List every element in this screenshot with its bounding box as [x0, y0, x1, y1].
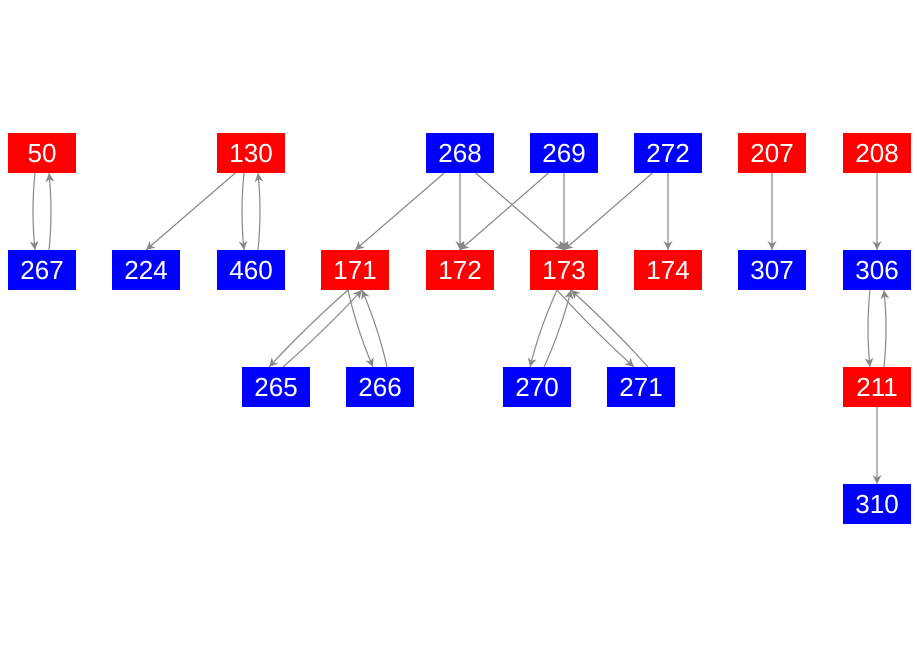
edge-265-to-171 — [282, 289, 363, 368]
node-box — [426, 133, 494, 173]
nodes-layer: 50 130 268 269 272 207 208 267 224 460 171 172 173 17… — [8, 133, 911, 524]
node-box — [530, 133, 598, 173]
node-box — [843, 367, 911, 407]
node-box — [634, 250, 702, 290]
node-label: 269 — [542, 138, 585, 168]
node-label: 50 — [28, 138, 57, 168]
node-box — [530, 250, 598, 290]
node-label: 174 — [646, 255, 689, 285]
edge-266-to-171 — [361, 289, 388, 368]
node-label: 211 — [856, 372, 897, 402]
edge-270-to-173 — [543, 289, 574, 368]
edge-130-to-224 — [145, 172, 236, 251]
node-130[interactable]: 130 — [217, 133, 285, 173]
node-269[interactable]: 269 — [530, 133, 598, 173]
edge-173-to-271 — [556, 289, 635, 368]
node-label: 310 — [855, 489, 898, 519]
edge-267-to-50 — [45, 172, 55, 251]
node-label: 460 — [229, 255, 272, 285]
node-box — [738, 133, 806, 173]
node-173[interactable]: 173 — [530, 250, 598, 290]
node-box — [738, 250, 806, 290]
node-50[interactable]: 50 — [8, 133, 76, 173]
edge-272-to-173 — [563, 172, 653, 251]
node-box — [607, 367, 675, 407]
node-268[interactable]: 268 — [426, 133, 494, 173]
node-272[interactable]: 272 — [634, 133, 702, 173]
node-label: 173 — [542, 255, 585, 285]
node-label: 208 — [855, 138, 898, 168]
node-box — [8, 250, 76, 290]
edge-171-to-265 — [268, 289, 349, 368]
node-207[interactable]: 207 — [738, 133, 806, 173]
edge-460-to-130 — [254, 172, 264, 251]
node-box — [112, 250, 180, 290]
node-label: 224 — [124, 255, 167, 285]
node-174[interactable]: 174 — [634, 250, 702, 290]
node-box — [217, 250, 285, 290]
edge-171-to-266 — [347, 289, 374, 368]
node-box — [843, 133, 911, 173]
node-label: 265 — [254, 372, 297, 402]
node-310[interactable]: 310 — [843, 484, 911, 524]
node-267[interactable]: 267 — [8, 250, 76, 290]
edge-50-to-267 — [29, 172, 39, 251]
node-271[interactable]: 271 — [607, 367, 675, 407]
node-460[interactable]: 460 — [217, 250, 285, 290]
node-265[interactable]: 265 — [242, 367, 310, 407]
node-172[interactable]: 172 — [426, 250, 494, 290]
node-box — [321, 250, 389, 290]
node-box — [503, 367, 571, 407]
node-270[interactable]: 270 — [503, 367, 571, 407]
node-box — [346, 367, 414, 407]
node-306[interactable]: 306 — [843, 250, 911, 290]
node-211[interactable]: 211 — [843, 367, 911, 407]
edge-271-to-173 — [570, 289, 649, 368]
node-box — [426, 250, 494, 290]
node-label: 270 — [515, 372, 558, 402]
node-266[interactable]: 266 — [346, 367, 414, 407]
node-224[interactable]: 224 — [112, 250, 180, 290]
node-box — [843, 250, 911, 290]
node-box — [8, 133, 76, 173]
node-208[interactable]: 208 — [843, 133, 911, 173]
node-label: 268 — [438, 138, 481, 168]
edges-layer — [29, 172, 890, 484]
node-label: 306 — [855, 255, 898, 285]
edge-268-to-173 — [475, 172, 565, 251]
node-171[interactable]: 171 — [321, 250, 389, 290]
node-label: 172 — [438, 255, 481, 285]
edge-130-to-460 — [238, 172, 248, 251]
edge-306-to-211 — [864, 289, 874, 368]
node-label: 267 — [20, 255, 63, 285]
node-box — [634, 133, 702, 173]
node-307[interactable]: 307 — [738, 250, 806, 290]
edge-211-to-306 — [880, 289, 890, 368]
edge-173-to-270 — [527, 289, 558, 368]
edge-268-to-171 — [354, 172, 445, 251]
node-box — [843, 484, 911, 524]
node-label: 207 — [750, 138, 793, 168]
node-label: 307 — [750, 255, 793, 285]
node-label: 266 — [358, 372, 401, 402]
edge-269-to-172 — [459, 172, 549, 251]
node-box — [242, 367, 310, 407]
node-label: 271 — [619, 372, 662, 402]
node-label: 130 — [229, 138, 272, 168]
node-box — [217, 133, 285, 173]
node-label: 272 — [646, 138, 689, 168]
node-label: 171 — [333, 255, 376, 285]
